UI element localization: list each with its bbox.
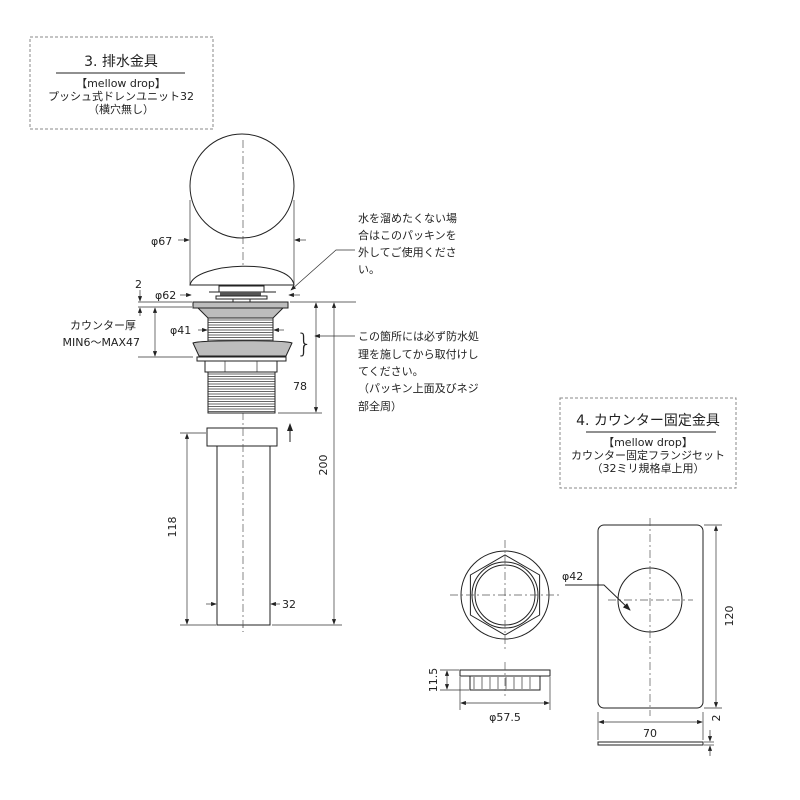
dim-tail-length: 118 — [166, 517, 179, 538]
drain-dimensions: φ67 φ62 2 カウンター厚 MIN6〜MAX47 φ41 } 78 200… — [62, 200, 356, 626]
annotation-line: 合はこのパッキンを — [358, 228, 457, 242]
section4-note: （32ミリ規格卓上用） — [592, 461, 705, 475]
dim-flange-diameter: φ62 — [155, 289, 176, 302]
section4-title-box: 4. カウンター固定金具 【mellow drop】 カウンター固定フランジセッ… — [559, 397, 737, 489]
dim-total-height: 200 — [317, 455, 330, 476]
annotation-line: 水を溜めたくない場 — [358, 211, 457, 225]
section3-product: プッシュ式ドレンユニット32 — [48, 90, 194, 103]
section3-brand: 【mellow drop】 — [76, 77, 166, 90]
packing — [220, 292, 261, 296]
annotation-line: （パッキン上面及びネジ — [358, 382, 479, 395]
dim-flange-thickness: 2 — [135, 278, 142, 291]
counter-thickness-label: カウンター厚 — [70, 319, 136, 332]
tail-pipe — [216, 445, 271, 626]
nut-side-view: 11.5 φ57.5 — [427, 662, 551, 724]
dim-nut-height: 11.5 — [427, 668, 440, 693]
annotation-line: い。 — [358, 263, 380, 276]
section3-note: （横穴無し） — [88, 102, 154, 116]
dim-nut-diameter: φ57.5 — [489, 711, 521, 724]
section3-title-box: 3. 排水金具 【mellow drop】 プッシュ式ドレンユニット32 （横穴… — [29, 36, 214, 130]
plate-side-view — [597, 741, 704, 746]
annotation-line: 部全周） — [358, 399, 402, 413]
dim-thread-diameter: φ41 — [170, 324, 191, 337]
counter-thickness-range: MIN6〜MAX47 — [62, 336, 140, 349]
dim-cap-diameter: φ67 — [151, 235, 172, 248]
upper-flange — [192, 301, 289, 309]
flange-plate: φ42 120 70 2 — [562, 518, 736, 756]
dim-hole-diameter: φ42 — [562, 570, 583, 583]
cap-top-view — [189, 133, 295, 239]
thread-body — [207, 317, 274, 345]
packing-note: 水を溜めたくない場 合はこのパッキンを 外してご使用くださ い。 — [290, 211, 457, 291]
dim-plate-width: 70 — [643, 727, 657, 740]
section4-brand: 【mellow drop】 — [603, 436, 693, 449]
waterproof-note: この箇所には必ず防水処 理を施してから取付けし てください。 （パッキン上面及び… — [314, 329, 479, 413]
section4-title: 4. カウンター固定金具 — [576, 413, 720, 429]
annotation-line: 理を施してから取付けし — [358, 348, 479, 361]
dim-body-height: 78 — [293, 380, 307, 393]
tail-collar — [206, 427, 278, 447]
nut-top-view — [450, 540, 560, 650]
lock-nut — [204, 360, 278, 373]
annotation-line: この箇所には必ず防水処 — [358, 329, 479, 343]
annotation-line: てください。 — [358, 365, 424, 378]
section4-product: カウンター固定フランジセット — [571, 448, 725, 462]
section3-title: 3. 排水金具 — [84, 54, 158, 70]
annotation-line: 外してご使用くださ — [358, 245, 457, 259]
dim-tail-diameter: 32 — [282, 598, 296, 611]
drain-unit-drawing — [189, 133, 295, 632]
dim-plate-thickness: 2 — [710, 715, 723, 722]
dim-plate-height: 120 — [723, 606, 736, 627]
lower-washer — [192, 340, 293, 357]
cap-side-view — [189, 265, 295, 286]
brace: } — [296, 329, 313, 359]
